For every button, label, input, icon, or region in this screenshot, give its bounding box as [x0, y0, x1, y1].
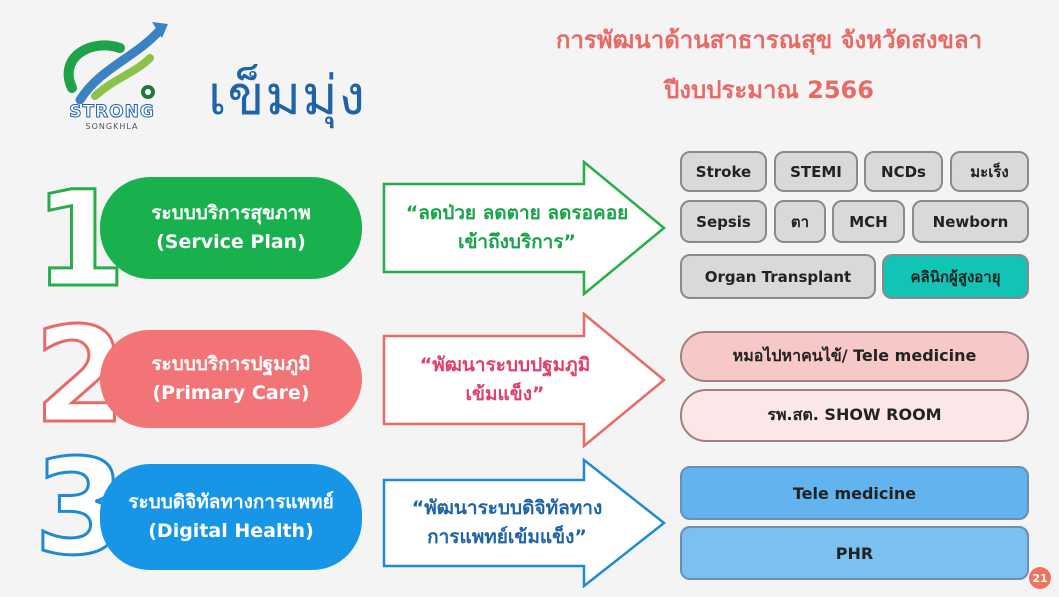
pill-digital-health-line1: ระบบดิจิทัลทางการแพทย์: [128, 490, 334, 513]
tag-eye: ตา: [774, 200, 826, 243]
tag-organ-transplant: Organ Transplant: [680, 254, 876, 299]
tag-stroke: Stroke: [680, 151, 767, 192]
tag-newborn: Newborn: [912, 200, 1029, 243]
page-number-badge: 21: [1029, 567, 1051, 589]
arrow-2-line2: เข้มแข็ง”: [465, 383, 545, 405]
arrow-2: [382, 312, 666, 448]
tag-stemi: STEMI: [774, 151, 858, 192]
item-phr: PHR: [680, 526, 1029, 580]
item-doctor-to-patient: หมอไปหาคนไข้/ Tele medicine: [680, 331, 1029, 382]
tag-sepsis: Sepsis: [680, 200, 767, 243]
tag-cancer: มะเร็ง: [950, 151, 1029, 192]
item-tele-medicine: Tele medicine: [680, 466, 1029, 520]
arrow-2-line1: “พัฒนาระบบปฐมภูมิ: [419, 353, 591, 376]
pill-service-plan-line1: ระบบบริการสุขภาพ: [151, 201, 311, 224]
logo-graphic: [58, 22, 168, 122]
logo-text: STRONG: [69, 102, 155, 123]
subtitle-line-1: การพัฒนาด้านสาธารณสุข จังหวัดสงขลา: [555, 26, 983, 54]
logo-subtext: SONGKHLA: [85, 122, 139, 131]
item-show-room: รพ.สต. SHOW ROOM: [680, 389, 1029, 442]
pill-digital-health: ระบบดิจิทัลทางการแพทย์ (Digital Health): [100, 464, 362, 570]
tag-mch: MCH: [832, 200, 905, 243]
arrow-1-text: “ลดป่วย ลดตาย ลดรอคอย เข้าถึงบริการ”: [382, 184, 652, 272]
pill-primary-care: ระบบบริการปฐมภูมิ (Primary Care): [100, 330, 362, 428]
arrow-3-line1: “พัฒนาระบบดิจิทัลทาง: [411, 496, 603, 519]
arrow-1: [382, 160, 666, 296]
pill-digital-health-line2: (Digital Health): [148, 520, 314, 542]
pill-primary-care-line2: (Primary Care): [152, 382, 310, 404]
page-title: เข็มมุ่ง: [208, 64, 366, 127]
pill-service-plan: ระบบบริการสุขภาพ (Service Plan): [100, 177, 362, 279]
pill-primary-care-line1: ระบบบริการปฐมภูมิ: [151, 352, 311, 375]
arrow-3-text: “พัฒนาระบบดิจิทัลทาง การแพทย์เข้มแข็ง”: [372, 480, 642, 566]
subtitle-line-2: ปีงบประมาณ 2566: [664, 76, 874, 104]
strong-songkhla-logo: STRONG SONGKHLA: [40, 18, 180, 138]
arrow-3-line2: การแพทย์เข้มแข็ง”: [427, 526, 587, 548]
arrow-1-line2: เข้าถึงบริการ”: [457, 231, 577, 253]
arrow-2-text: “พัฒนาระบบปฐมภูมิ เข้มแข็ง”: [370, 336, 640, 424]
tag-elderly-clinic: คลินิกผู้สูงอายุ: [882, 254, 1029, 299]
arrow-3: [382, 458, 667, 588]
arrow-1-line1: “ลดป่วย ลดตาย ลดรอคอย: [405, 201, 629, 224]
pill-service-plan-line2: (Service Plan): [156, 231, 306, 253]
tag-ncds: NCDs: [864, 151, 943, 192]
